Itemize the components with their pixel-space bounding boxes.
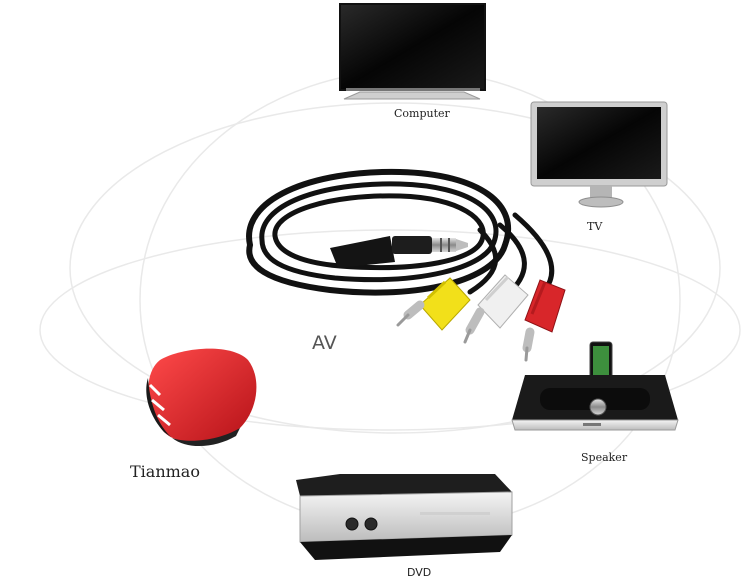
dvd-label: DVD <box>407 566 432 579</box>
rca-plug-yellow <box>396 277 471 331</box>
jack-plug <box>330 236 468 268</box>
tv-icon <box>530 101 668 208</box>
speaker-label: Speaker <box>581 451 628 464</box>
tianmao-icon <box>146 348 257 447</box>
rca-plug-red <box>522 279 566 362</box>
tianmao-label: Tianmao <box>130 462 200 481</box>
computer-label: Computer <box>394 107 450 120</box>
rca-plug-white <box>463 274 529 344</box>
dvd-icon <box>296 474 513 560</box>
computer-icon <box>339 3 486 100</box>
speaker-icon <box>511 341 679 431</box>
tv-label: TV <box>587 220 603 233</box>
av-label: AV <box>312 332 337 354</box>
